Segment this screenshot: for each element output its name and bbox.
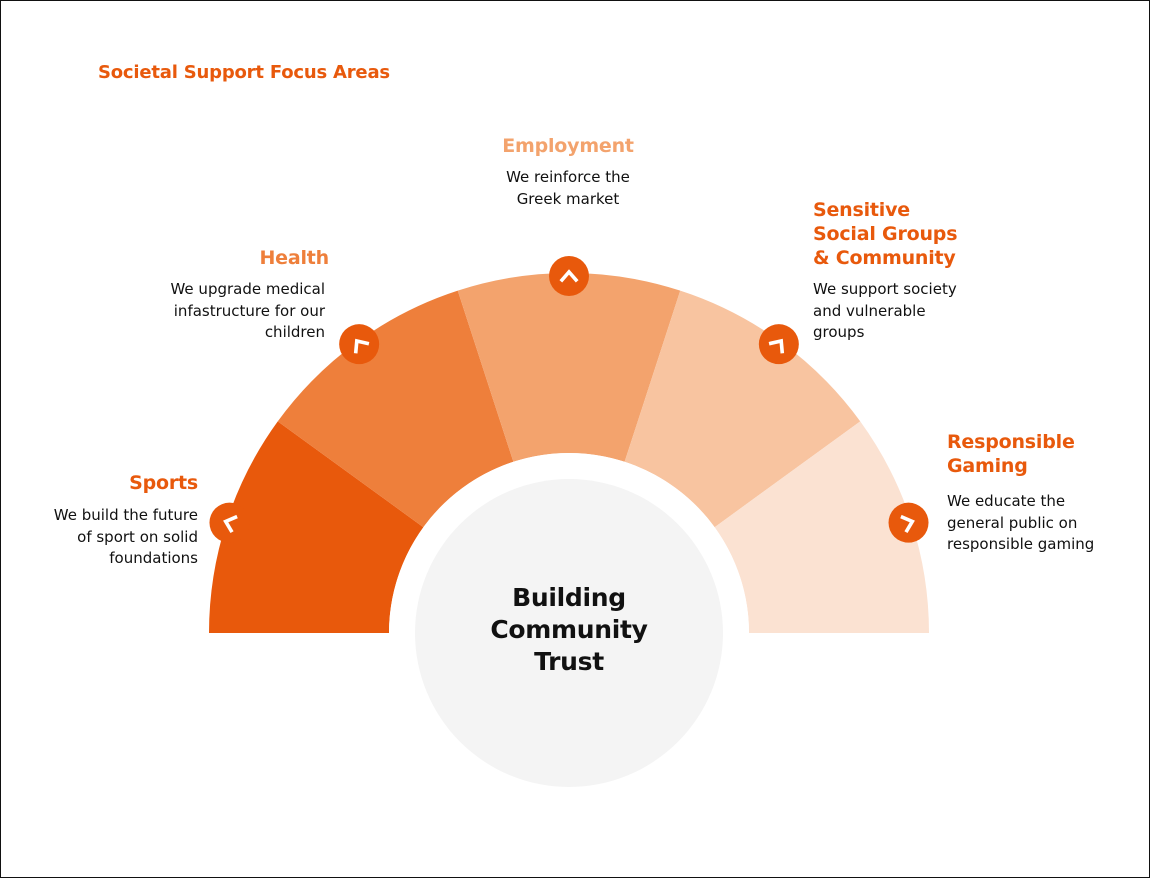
sports-description: We build the future of sport on solid fo… <box>53 506 198 567</box>
sports-segment <box>209 421 424 633</box>
employment-description: We reinforce the Greek market <box>506 168 630 208</box>
employment-chevron-icon <box>549 256 589 296</box>
diagram-title: Societal Support Focus Areas <box>98 62 390 83</box>
responsible-gaming-segment <box>714 421 929 633</box>
health-description: We upgrade medical infastructure for our… <box>170 280 325 341</box>
center-label: Building Community Trust <box>490 583 648 676</box>
responsible-gaming-heading: Responsible Gaming <box>947 431 1075 477</box>
health-heading: Health <box>259 247 329 269</box>
employment-heading: Employment <box>502 135 634 157</box>
responsible-gaming-description: We educate the general public on respons… <box>947 492 1095 553</box>
sensitive-social-groups-segment <box>624 290 861 528</box>
sensitive-social-groups-chevron-icon <box>758 324 799 365</box>
sensitive-social-groups-heading: Sensitive Social Groups & Community <box>813 199 958 269</box>
sports-heading: Sports <box>129 472 198 494</box>
health-chevron-icon <box>339 324 380 365</box>
sports-chevron-icon <box>209 502 250 543</box>
center-circle <box>415 479 723 787</box>
sensitive-social-groups-description: We support society and vulnerable groups <box>813 280 957 341</box>
health-segment <box>277 290 514 528</box>
employment-segment <box>457 273 681 462</box>
responsible-gaming-chevron-icon <box>888 502 929 543</box>
